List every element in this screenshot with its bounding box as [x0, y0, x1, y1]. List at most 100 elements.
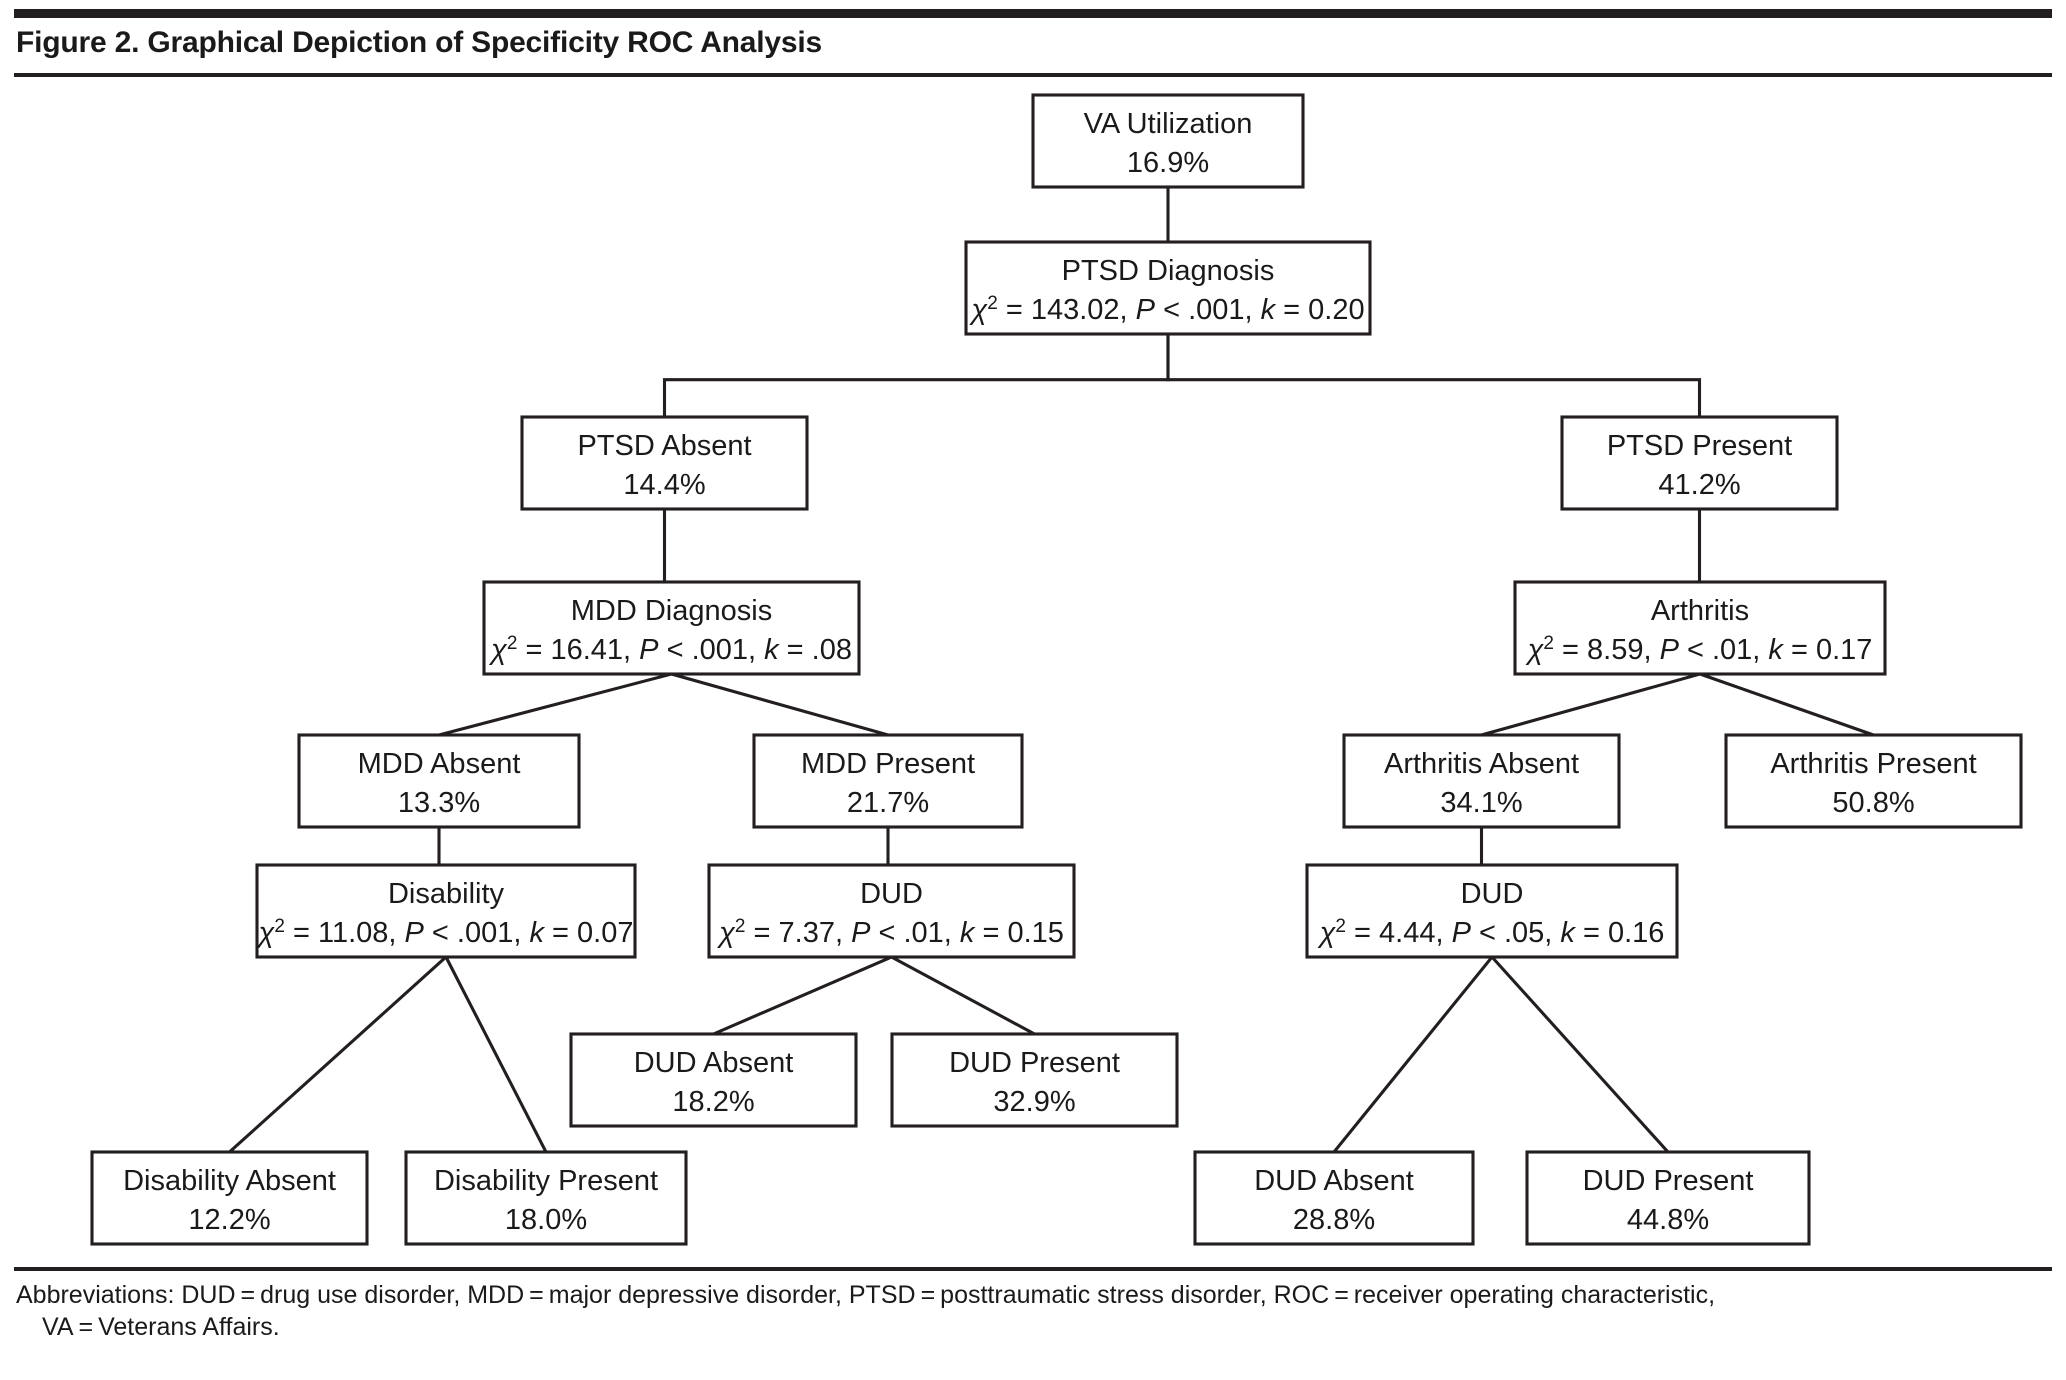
node-box — [1193, 1149, 1475, 1246]
node-value: 44.8% — [1627, 1204, 1709, 1236]
node-box — [404, 1149, 688, 1246]
node-box — [90, 1149, 369, 1246]
tree-edge — [1698, 671, 1876, 737]
tree-edge — [1331, 954, 1495, 1154]
node-box — [482, 579, 861, 676]
node-value: 12.2% — [188, 1204, 270, 1236]
node-label: MDD Absent — [358, 748, 521, 780]
node-label: DUD Present — [949, 1047, 1120, 1079]
tree-node-dud-present-right[interactable]: DUD Present 44.8% — [1525, 1149, 1811, 1246]
node-box — [1525, 1149, 1811, 1246]
node-value: 41.2% — [1658, 469, 1740, 501]
node-label: PTSD Present — [1607, 430, 1792, 462]
tree-edge — [437, 671, 674, 737]
decision-tree: VA Utilization 16.9% PTSD Diagnosis χ2 = 14… — [14, 77, 2052, 1267]
footnote-line-2: VA = Veterans Affairs. — [42, 1312, 280, 1341]
tree-edge — [711, 954, 894, 1036]
node-label: Disability — [388, 878, 505, 910]
node-value: 50.8% — [1832, 787, 1914, 819]
tree-node-mdd-present[interactable]: MDD Present 21.7% — [752, 732, 1024, 829]
node-label: Arthritis — [1651, 595, 1749, 627]
tree-node-arth-present[interactable]: Arthritis Present 50.8% — [1724, 732, 2023, 829]
node-statistics: χ2 = 11.08, P < .001, k = 0.07 — [256, 915, 634, 949]
node-value: 28.8% — [1293, 1204, 1375, 1236]
node-box — [1560, 414, 1839, 511]
node-label: DUD Absent — [634, 1047, 794, 1079]
figure-title: Figure 2. Graphical Depiction of Specifi… — [16, 26, 823, 59]
tree-node-dis-split[interactable]: Disability χ2 = 11.08, P < .001, k = 0.07 — [255, 862, 637, 959]
footnote-rule — [14, 1266, 2052, 1271]
tree-node-dud-absent-right[interactable]: DUD Absent 28.8% — [1193, 1149, 1475, 1246]
tree-node-dis-absent[interactable]: Disability Absent 12.2% — [90, 1149, 369, 1246]
node-value: 13.3% — [398, 787, 480, 819]
node-statistics: χ2 = 143.02, P < .001, k = 0.20 — [968, 292, 1364, 326]
tree-node-dud-present-left[interactable]: DUD Present 32.9% — [890, 1031, 1179, 1128]
node-box — [1031, 92, 1305, 189]
tree-node-ptsd-split[interactable]: PTSD Diagnosis χ2 = 143.02, P < .001, k =… — [964, 239, 1372, 336]
tree-edge — [669, 671, 890, 737]
node-label: PTSD Diagnosis — [1062, 255, 1275, 287]
node-statistics: χ2 = 7.37, P < .01, k = 0.15 — [716, 915, 1064, 949]
node-box — [569, 1031, 858, 1128]
tree-node-arth-absent[interactable]: Arthritis Absent 34.1% — [1342, 732, 1621, 829]
node-label: Arthritis Present — [1770, 748, 1976, 780]
node-box — [1342, 732, 1621, 829]
node-box — [1305, 862, 1679, 959]
tree-node-ptsd-present[interactable]: PTSD Present 41.2% — [1560, 414, 1839, 511]
tree-node-root[interactable]: VA Utilization 16.9% — [1031, 92, 1305, 189]
node-box — [752, 732, 1024, 829]
node-label: DUD Present — [1583, 1165, 1754, 1197]
node-layer: VA Utilization 16.9% PTSD Diagnosis χ2 = 14… — [90, 92, 2023, 1246]
node-value: 34.1% — [1440, 787, 1522, 819]
node-value: 21.7% — [847, 787, 929, 819]
node-label: DUD — [860, 878, 923, 910]
node-box — [255, 862, 637, 959]
tree-node-arth-split[interactable]: Arthritis χ2 = 8.59, P < .01, k = 0.17 — [1513, 579, 1887, 676]
node-statistics: χ2 = 8.59, P < .01, k = 0.17 — [1525, 632, 1873, 666]
node-value: 14.4% — [623, 469, 705, 501]
node-value: 18.2% — [672, 1086, 754, 1118]
node-box — [520, 414, 809, 511]
tree-edge — [889, 954, 1037, 1036]
node-label: MDD Diagnosis — [571, 595, 772, 627]
node-box — [1513, 579, 1887, 676]
node-label: PTSD Absent — [577, 430, 751, 462]
node-box — [297, 732, 581, 829]
figure-container: Figure 2. Graphical Depiction of Specifi… — [0, 9, 2066, 1380]
title-rule — [14, 72, 2052, 77]
node-box — [890, 1031, 1179, 1128]
node-value: 32.9% — [993, 1086, 1075, 1118]
node-box — [964, 239, 1372, 336]
abbreviations-footnote: Abbreviations: DUD = drug use disorder, … — [14, 1271, 2052, 1343]
edge-layer — [227, 184, 1876, 1154]
tree-edge — [227, 954, 449, 1154]
node-value: 16.9% — [1127, 147, 1209, 179]
tree-node-dis-present[interactable]: Disability Present 18.0% — [404, 1149, 688, 1246]
footnote-line-1: Abbreviations: DUD = drug use disorder, … — [16, 1280, 1716, 1309]
tree-node-mdd-absent[interactable]: MDD Absent 13.3% — [297, 732, 581, 829]
tree-node-dud-absent-left[interactable]: DUD Absent 18.2% — [569, 1031, 858, 1128]
node-label: DUD Absent — [1254, 1165, 1414, 1197]
node-label: Arthritis Absent — [1384, 748, 1579, 780]
tree-edge — [1489, 954, 1671, 1154]
node-statistics: χ2 = 4.44, P < .05, k = 0.16 — [1317, 915, 1665, 949]
tree-node-mdd-split[interactable]: MDD Diagnosis χ2 = 16.41, P < .001, k = .… — [482, 579, 861, 676]
node-value: 18.0% — [505, 1204, 587, 1236]
tree-node-ptsd-absent[interactable]: PTSD Absent 14.4% — [520, 414, 809, 511]
tree-node-dud-split-left[interactable]: DUD χ2 = 7.37, P < .01, k = 0.15 — [707, 862, 1076, 959]
top-rule — [14, 9, 2052, 18]
node-label: MDD Present — [801, 748, 975, 780]
node-label: DUD — [1461, 878, 1524, 910]
tree-edge — [443, 954, 549, 1154]
tree-edge — [1479, 671, 1702, 737]
node-box — [1724, 732, 2023, 829]
node-statistics: χ2 = 16.41, P < .001, k = .08 — [488, 632, 852, 666]
node-box — [707, 862, 1076, 959]
tree-edge — [662, 331, 1170, 419]
node-label: Disability Present — [434, 1165, 658, 1197]
tree-node-dud-split-right[interactable]: DUD χ2 = 4.44, P < .05, k = 0.16 — [1305, 862, 1679, 959]
node-label: Disability Absent — [123, 1165, 336, 1197]
node-label: VA Utilization — [1084, 108, 1253, 140]
tree-svg: VA Utilization 16.9% PTSD Diagnosis χ2 = 14… — [90, 92, 2023, 1246]
tree-edge — [1166, 331, 1702, 419]
